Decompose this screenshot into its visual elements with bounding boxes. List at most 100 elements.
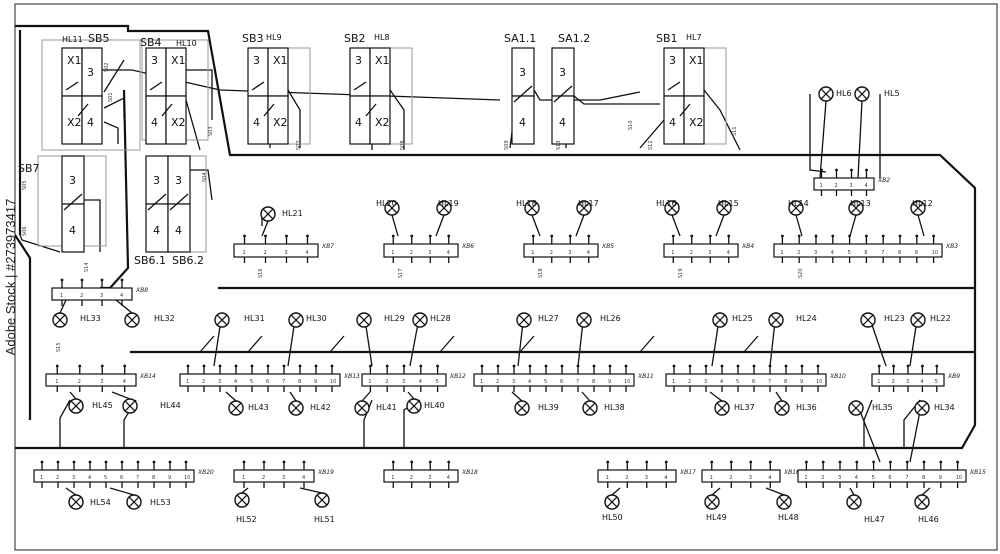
lamp-cross bbox=[518, 314, 530, 326]
lamp-cross bbox=[578, 202, 590, 214]
lamp-label: HL38 bbox=[604, 403, 625, 412]
terminal-label: X2 bbox=[273, 116, 288, 129]
bus-line bbox=[14, 234, 32, 420]
terminal-label: 3 bbox=[153, 174, 160, 187]
lamp-hl36 bbox=[774, 400, 790, 416]
lamp-hl39 bbox=[514, 400, 530, 416]
pin-dot bbox=[645, 460, 649, 464]
pin-number: 1 bbox=[710, 475, 713, 481]
contact-stroke bbox=[147, 193, 167, 211]
terminal-label: 3 bbox=[355, 54, 362, 67]
pin-dot bbox=[391, 460, 395, 464]
lamp-hl5 bbox=[854, 86, 870, 102]
pin-number: 8 bbox=[298, 379, 301, 385]
lamp-label: HL15 bbox=[718, 199, 739, 208]
signal-wire bbox=[186, 69, 213, 120]
pin-number: 2 bbox=[496, 379, 499, 385]
contact-stroke bbox=[65, 81, 79, 91]
pin-number: 4 bbox=[447, 250, 450, 256]
pin-number: 5 bbox=[436, 379, 439, 385]
terminal-block-label: XB6 bbox=[461, 243, 474, 250]
pin-number: 4 bbox=[123, 379, 126, 385]
contact-cell bbox=[511, 95, 535, 145]
pin-dot bbox=[921, 364, 924, 368]
lamp-label: HL35 bbox=[872, 403, 893, 412]
pin-number: 2 bbox=[78, 379, 81, 385]
pin-number: 1 bbox=[531, 250, 534, 256]
lamp-hl17 bbox=[576, 200, 592, 216]
lamp-wire bbox=[639, 335, 655, 353]
terminal-block-label: XB2 bbox=[877, 177, 890, 184]
terminal-block-label: XB7 bbox=[321, 243, 334, 250]
lamp-wire bbox=[435, 214, 445, 237]
pin-dot bbox=[266, 364, 270, 368]
lamp-wire bbox=[575, 214, 585, 237]
lamp-label: HL48 bbox=[778, 513, 799, 522]
terminal-strip bbox=[701, 469, 781, 483]
pin-number: 2 bbox=[264, 250, 267, 256]
pin-dot bbox=[752, 364, 756, 368]
pin-dot bbox=[672, 364, 676, 368]
lamp-label: HL30 bbox=[306, 314, 327, 323]
terminal-label: 3 bbox=[175, 174, 182, 187]
lamp-wire bbox=[59, 399, 71, 448]
pin-dot bbox=[262, 460, 266, 464]
lamp-label: HL16 bbox=[656, 199, 677, 208]
contact-stroke bbox=[149, 81, 163, 91]
contact-stroke bbox=[263, 103, 275, 117]
pin-number: 1 bbox=[820, 183, 823, 189]
signal-wire bbox=[185, 99, 201, 151]
pin-number: 4 bbox=[234, 379, 237, 385]
lamp-hl18 bbox=[524, 200, 540, 216]
signal-wire bbox=[103, 121, 119, 144]
pin-dot bbox=[314, 364, 318, 368]
pin-dot bbox=[184, 460, 188, 464]
pin-number: 3 bbox=[645, 475, 648, 481]
pin-dot bbox=[550, 234, 554, 238]
pin-number: 6 bbox=[752, 379, 755, 385]
pin-dot bbox=[727, 234, 731, 238]
lamp-label: HL17 bbox=[578, 199, 599, 208]
lamp-wire bbox=[261, 220, 269, 237]
switch-housing bbox=[41, 39, 141, 151]
trunk-wiring bbox=[14, 24, 977, 450]
switch-lamp-label: HL7 bbox=[686, 33, 702, 42]
lamp-label: HL54 bbox=[90, 498, 111, 507]
signal-wire bbox=[103, 59, 125, 93]
terminal-label: 3 bbox=[151, 54, 158, 67]
pin-number: 3 bbox=[850, 183, 853, 189]
contact-stroke bbox=[251, 81, 265, 91]
pin-number: 9 bbox=[314, 379, 317, 385]
lamp-wire bbox=[241, 487, 249, 494]
pin-number: 2 bbox=[797, 250, 800, 256]
lamp-label: HL50 bbox=[602, 513, 623, 522]
wire-number: S16 bbox=[258, 268, 264, 278]
pin-number: 3 bbox=[100, 293, 103, 299]
lamp-wire bbox=[299, 487, 323, 494]
lamp-hl33 bbox=[52, 312, 68, 328]
pin-number: 5 bbox=[250, 379, 253, 385]
pin-dot bbox=[242, 460, 246, 464]
lamp-wire bbox=[225, 391, 237, 402]
lamp-label: HL18 bbox=[516, 199, 537, 208]
pin-dot bbox=[447, 460, 451, 464]
terminal-label: 4 bbox=[69, 224, 76, 237]
pin-dot bbox=[720, 364, 724, 368]
pin-dot bbox=[428, 460, 432, 464]
pin-number: 8 bbox=[898, 250, 901, 256]
pin-dot bbox=[306, 234, 309, 238]
pin-number: 1 bbox=[804, 475, 807, 481]
pin-number: 4 bbox=[302, 475, 305, 481]
pin-dot bbox=[906, 364, 910, 368]
pin-number: 1 bbox=[672, 379, 675, 385]
pin-dot bbox=[865, 168, 868, 172]
pin-number: 2 bbox=[56, 475, 59, 481]
pin-number: 5 bbox=[104, 475, 107, 481]
lamp-hl37 bbox=[714, 400, 730, 416]
terminal-block-label: XB4 bbox=[741, 243, 754, 250]
